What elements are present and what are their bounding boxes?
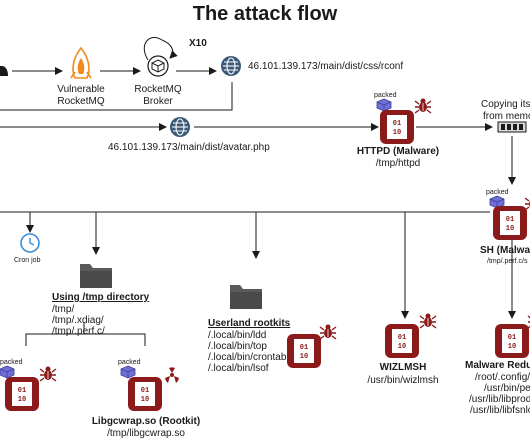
malware-icon-userland [287, 334, 321, 368]
libgcwrap-packed-label: packed [118, 359, 141, 366]
folder-icon-userland [230, 285, 262, 309]
redundancy-path: /usr/bin/pe [484, 383, 530, 394]
redundancy-path: /usr/lib/libfsnlo [470, 405, 530, 416]
cron-label: Cron job [14, 257, 41, 264]
broker-icon [147, 55, 169, 77]
globe-icon-conf [220, 55, 242, 77]
tmpdir-path: /tmp/.xdiag/ [52, 315, 104, 326]
rocketmq-label-line1: Vulnerable [57, 84, 105, 95]
url-conf: 46.101.139.173/main/dist/css/rconf [248, 61, 404, 72]
diagram-title: The attack flow [192, 3, 338, 25]
userland-path: /.local/bin/crontab [208, 352, 287, 363]
malware-icon-wizlmsh [385, 324, 419, 358]
packed-cube-icon-httpd [376, 98, 392, 112]
tmpdir-heading: Using /tmp directory [52, 292, 150, 303]
folder-icon-tmp [80, 264, 112, 288]
packed-cube-icon-libgcwrap [120, 365, 136, 379]
broker-label-line2: Broker [143, 96, 173, 107]
memory-label-line2: from memo [483, 111, 530, 122]
memory-label-line1: Copying itse [481, 99, 530, 110]
redundancy-name: Malware Redun [465, 360, 530, 371]
httpd-path: /tmp/httpd [375, 158, 421, 169]
wizlmsh-path: /usr/bin/wizlmsh [367, 375, 439, 386]
cron-clock-icon [20, 233, 40, 253]
tmpdir-path: /tmp/ [52, 304, 75, 315]
left-packed-label: packed [0, 359, 23, 366]
libgcwrap-path: /tmp/libgcwrap.so [107, 428, 185, 439]
wizlmsh-name: WIZLMSH [379, 362, 427, 373]
userland-path: /.local/bin/ldd [208, 330, 267, 341]
memory-icon [497, 121, 527, 133]
sh-name: SH (Malwa [480, 245, 530, 256]
sh-path: /tmp/.perf.c/s [487, 258, 528, 265]
redundancy-path: /usr/lib/libprod [469, 394, 530, 405]
packed-cube-icon-left [0, 365, 15, 379]
connectors [0, 37, 516, 346]
globe-icon-avatar [169, 116, 191, 138]
sh-packed-label: packed [486, 189, 509, 196]
bug-icon-wizlmsh [419, 312, 437, 329]
repeat-marker: X10 [189, 38, 207, 49]
malware-icon-left [5, 377, 39, 411]
httpd-name: HTTPD (Malware) [356, 146, 440, 157]
malware-icon-sh [493, 206, 527, 240]
url-avatar: 46.101.139.173/main/dist/avatar.php [108, 142, 270, 153]
malware-icon-libgcwrap [128, 377, 162, 411]
userland-path: /.local/bin/top [208, 341, 267, 352]
httpd-packed-label: packed [374, 92, 397, 99]
redundancy-path: /root/.config/cro [475, 372, 530, 383]
bug-icon-sh [524, 194, 530, 211]
attacker-icon [0, 66, 8, 76]
bug-icon-left [39, 365, 57, 382]
bug-icon-userland [319, 323, 337, 340]
bug-icon-httpd [414, 97, 432, 114]
broker-label-line1: RocketMQ [134, 84, 182, 95]
userland-path: /.local/bin/lsof [208, 363, 269, 374]
radiation-icon [165, 367, 179, 383]
malware-icon-httpd [380, 110, 414, 144]
libgcwrap-name: Libgcwrap.so (Rootkit) [91, 416, 201, 427]
malware-icon-redundancy [495, 324, 529, 358]
rocketmq-label-line2: RocketMQ [57, 96, 105, 107]
userland-heading: Userland rootkits [208, 318, 291, 329]
tmpdir-path: /tmp/.perf.c/ [52, 326, 105, 337]
rocketmq-flame-icon [70, 46, 92, 79]
